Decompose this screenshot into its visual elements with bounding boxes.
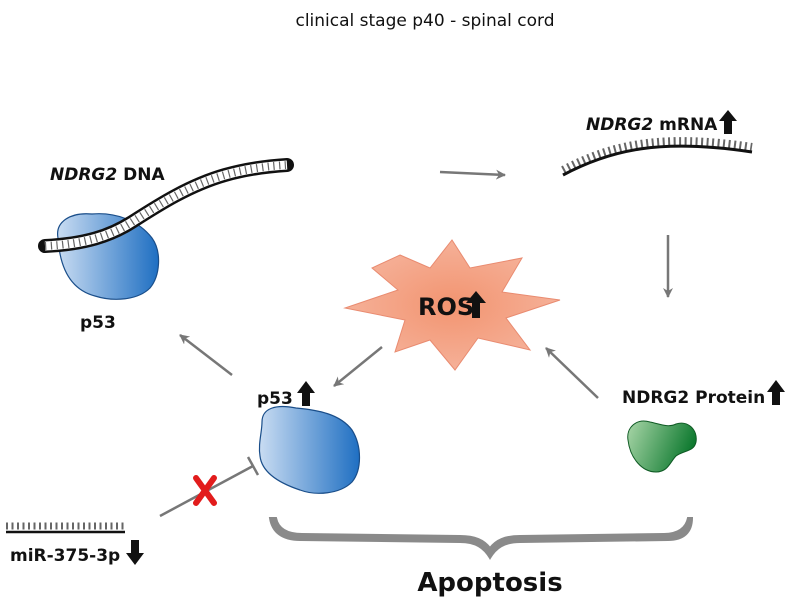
p53-protein-shape bbox=[258, 405, 361, 494]
p53-up-label: p53 bbox=[257, 389, 293, 409]
arrow-ros-to-p53 bbox=[333, 346, 383, 387]
ndrg2-mrna-strand bbox=[561, 137, 753, 177]
ndrg2-protein-shape bbox=[627, 420, 697, 473]
dna-suffix: DNA bbox=[117, 165, 165, 185]
apoptosis-label: Apoptosis bbox=[417, 568, 562, 598]
blocked-x-icon bbox=[193, 475, 217, 506]
ros-label: ROS bbox=[418, 293, 474, 321]
diagram-title: clinical stage p40 - spinal cord bbox=[295, 11, 554, 31]
p53-up-arrow-icon bbox=[297, 381, 315, 406]
arrow-p53-to-dna-binding bbox=[179, 334, 233, 376]
dna-gene-name: NDRG2 bbox=[50, 165, 117, 185]
arrow-dna-to-mrna bbox=[439, 169, 506, 180]
ndrg2-protein-label: NDRG2 Protein bbox=[622, 388, 765, 408]
ndrg2-dna-strand bbox=[38, 158, 294, 253]
mirna-label: miR-375-3p bbox=[10, 546, 120, 566]
protein-up-arrow-icon bbox=[767, 380, 785, 405]
ndrg2-mrna-label: NDRG2 mRNA bbox=[586, 115, 718, 135]
ndrg2-dna-label: NDRG2 DNA bbox=[50, 165, 165, 185]
mrna-gene-name: NDRG2 bbox=[586, 115, 653, 135]
ros-burst-shape bbox=[343, 239, 561, 371]
p53-bound-label: p53 bbox=[80, 313, 116, 333]
arrow-protein-to-ros bbox=[545, 347, 599, 399]
apoptosis-brace bbox=[268, 517, 694, 560]
inhibition-bar bbox=[246, 456, 260, 476]
mirna-strand bbox=[6, 522, 125, 534]
mrna-suffix: mRNA bbox=[653, 115, 718, 135]
mirna-down-arrow-icon bbox=[126, 540, 144, 565]
ros-up-arrow-icon bbox=[466, 291, 486, 318]
mrna-up-arrow-icon bbox=[719, 110, 737, 134]
p53-bound-shape bbox=[57, 213, 160, 300]
